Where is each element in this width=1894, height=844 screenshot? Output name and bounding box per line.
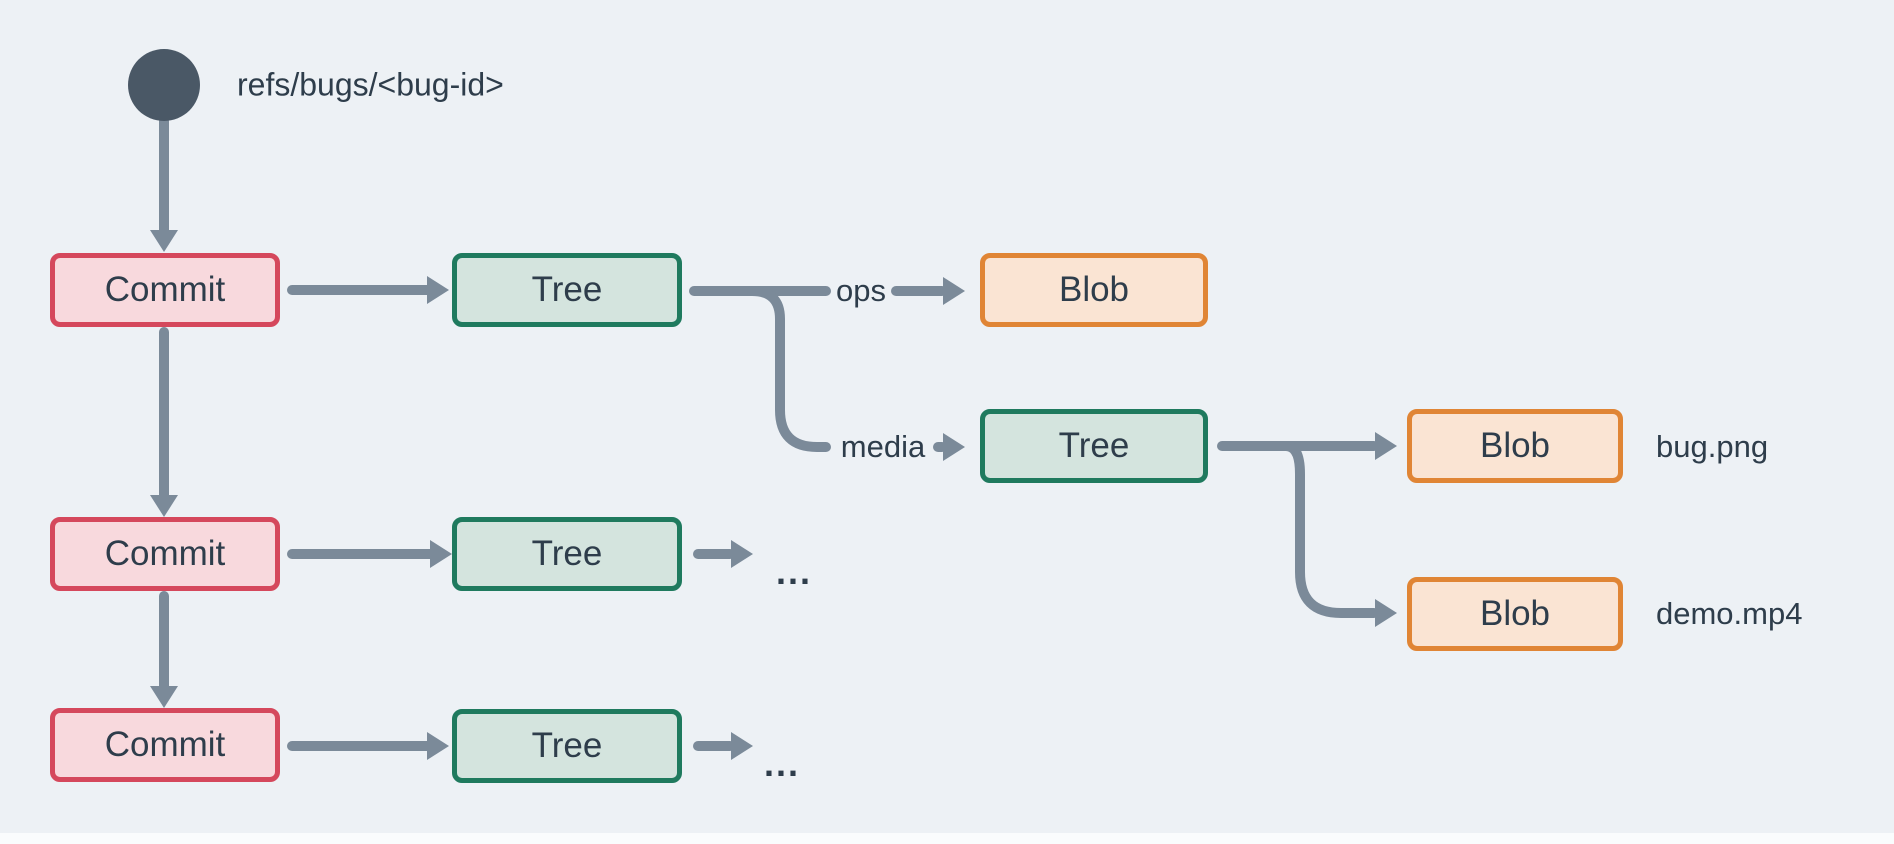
blob-node-demo-label: Blob bbox=[1479, 594, 1551, 633]
tree-node-root3-label: Tree bbox=[531, 726, 603, 765]
edge-tree1-fork bbox=[689, 286, 831, 452]
commit-node-3-label: Commit bbox=[104, 725, 226, 764]
edge-label-media: media bbox=[840, 429, 926, 464]
file-label-demo-mp4: demo.mp4 bbox=[1656, 596, 1803, 631]
tree-node-media: Tree bbox=[980, 409, 1208, 483]
edge-commit1-to-commit2 bbox=[150, 327, 178, 517]
ellipsis-row3: ... bbox=[763, 743, 801, 784]
edge-commit2-to-tree-r2 bbox=[287, 540, 452, 568]
edge-media-to-tree bbox=[933, 433, 965, 461]
commit-node-1: Commit bbox=[50, 253, 280, 327]
commit-node-2-label: Commit bbox=[104, 534, 226, 573]
tree-node-root2: Tree bbox=[452, 517, 682, 591]
ref-label: refs/bugs/<bug-id> bbox=[237, 66, 504, 103]
tree-node-root2-label: Tree bbox=[531, 534, 603, 573]
edge-tree-r3-to-ellipsis bbox=[693, 732, 753, 760]
edge-label-ops: ops bbox=[836, 273, 886, 308]
edge-tree-media-to-blob-bug bbox=[1217, 432, 1397, 460]
blob-node-bug: Blob bbox=[1407, 409, 1623, 483]
edge-ref-to-commit1 bbox=[150, 116, 178, 252]
blob-node-ops-label: Blob bbox=[1058, 270, 1130, 309]
ellipsis-row2: ... bbox=[775, 551, 813, 592]
commit-node-2: Commit bbox=[50, 517, 280, 591]
bottom-edge-strip bbox=[0, 833, 1894, 844]
blob-node-demo: Blob bbox=[1407, 577, 1623, 651]
tree-node-media-label: Tree bbox=[1058, 426, 1130, 465]
ref-circle-icon bbox=[128, 49, 200, 121]
commit-node-1-label: Commit bbox=[104, 270, 226, 309]
edge-tree-media-to-blob-demo bbox=[1281, 441, 1397, 627]
commit-node-3: Commit bbox=[50, 708, 280, 782]
file-label-bug-png: bug.png bbox=[1656, 429, 1769, 464]
edge-commit3-to-tree-r3 bbox=[287, 732, 449, 760]
blob-node-bug-label: Blob bbox=[1479, 426, 1551, 465]
edge-ops-to-blob bbox=[891, 277, 965, 305]
edge-commit2-to-commit3 bbox=[150, 591, 178, 708]
edge-tree-r2-to-ellipsis bbox=[693, 540, 753, 568]
tree-node-root3: Tree bbox=[452, 709, 682, 783]
tree-node-root1: Tree bbox=[452, 253, 682, 327]
blob-node-ops: Blob bbox=[980, 253, 1208, 327]
edge-commit1-to-tree1 bbox=[287, 276, 449, 304]
tree-node-root1-label: Tree bbox=[531, 270, 603, 309]
